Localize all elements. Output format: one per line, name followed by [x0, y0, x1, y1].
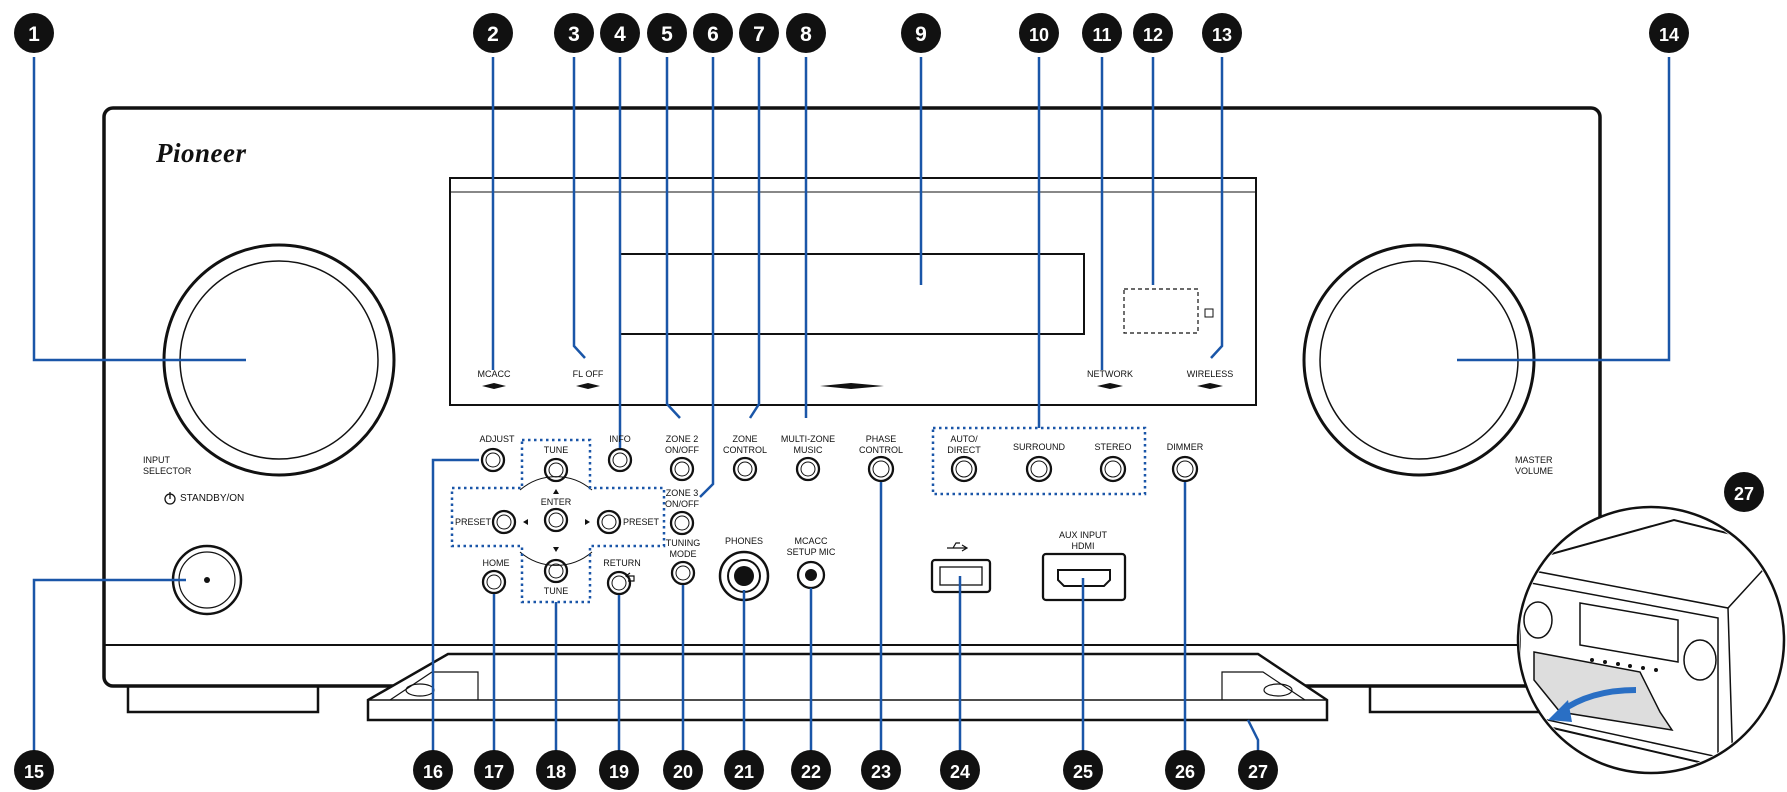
tuning-mode-label: TUNING MODE — [665, 538, 701, 559]
stereo-label: STEREO — [1094, 442, 1132, 452]
home-label: HOME — [482, 558, 510, 568]
input-selector-label: INPUT SELECTOR — [143, 455, 192, 476]
center-indicator — [820, 383, 884, 389]
preset-left-button — [491, 509, 517, 535]
aux-input-hdmi-label: AUX INPUT HDMI — [1058, 530, 1108, 551]
preset-left-label: PRESET — [454, 517, 492, 527]
tune-down-label: TUNE — [543, 586, 569, 596]
auto-direct-label: AUTO/ DIRECT — [947, 434, 981, 455]
callout-7: 7 — [753, 23, 765, 46]
callout-11: 11 — [1092, 25, 1111, 45]
callout-10: 10 — [1029, 25, 1049, 45]
callout-27-inset: 27 — [1734, 484, 1754, 504]
callout-3: 3 — [568, 23, 580, 46]
callout-26: 26 — [1175, 762, 1195, 782]
enter-button — [543, 507, 569, 533]
left-foot — [126, 680, 320, 714]
callout-4: 4 — [614, 23, 626, 46]
callout-20: 20 — [673, 762, 693, 782]
callout-27: 27 — [1248, 762, 1268, 782]
callout-19: 19 — [609, 762, 629, 782]
multi-zone-button — [795, 456, 821, 482]
zone3-label: ZONE 3 ON/OFF — [665, 488, 699, 509]
wireless-indicator — [1197, 383, 1223, 389]
callout-12: 12 — [1143, 25, 1163, 45]
phase-control-button — [867, 455, 895, 483]
callout-9: 9 — [915, 23, 927, 46]
network-label: NETWORK — [1087, 369, 1133, 379]
callout-6: 6 — [707, 23, 719, 46]
tune-down-button — [543, 558, 569, 584]
display-window — [449, 177, 1257, 406]
fl-off-label: FL OFF — [572, 369, 604, 379]
callout-5: 5 — [661, 23, 673, 46]
listening-mode-box — [931, 426, 1147, 496]
zone-control-button — [732, 456, 758, 482]
callout-22: 22 — [801, 762, 821, 782]
callout-15: 15 — [24, 762, 44, 782]
callout-25: 25 — [1073, 762, 1093, 782]
door-inset — [1516, 505, 1786, 775]
info-label: INFO — [609, 434, 631, 444]
callout-8: 8 — [800, 23, 812, 46]
preset-right-button — [596, 509, 622, 535]
callout-18: 18 — [546, 762, 566, 782]
tuning-mode-button — [670, 560, 696, 586]
zone2-button — [669, 456, 695, 482]
stereo-button — [1099, 455, 1127, 483]
preset-right-label: PRESET — [622, 517, 660, 527]
callout-17: 17 — [484, 762, 504, 782]
dimmer-button — [1171, 455, 1199, 483]
tune-up-label: TUNE — [543, 445, 569, 455]
callout-markers-top — [14, 13, 1764, 512]
callout-16: 16 — [423, 762, 443, 782]
fl-off-indicator — [576, 383, 600, 389]
chassis — [102, 106, 1602, 688]
zone-control-label: ZONE CONTROL — [722, 434, 768, 455]
front-door — [366, 652, 1329, 722]
pioneer-logo: Pioneer — [156, 138, 247, 168]
indicator-icon — [1204, 308, 1214, 318]
mcacc-indicator — [482, 383, 506, 389]
home-button — [481, 569, 507, 595]
callout-14: 14 — [1659, 25, 1679, 45]
auto-direct-button — [950, 455, 978, 483]
enter-label: ENTER — [540, 497, 572, 507]
adjust-label: ADJUST — [479, 434, 515, 444]
phase-control-label: PHASE CONTROL — [858, 434, 904, 455]
callout-markers-bottom — [14, 750, 1278, 790]
master-volume-label: MASTER VOLUME — [1515, 455, 1554, 476]
cursor-cluster-box — [450, 438, 666, 604]
multi-zone-label: MULTI-ZONE MUSIC — [780, 434, 836, 455]
mcacc-label: MCACC — [477, 369, 511, 379]
dimmer-label: DIMMER — [1166, 442, 1204, 452]
standby-on-label: STANDBY/ON — [180, 493, 245, 504]
zone3-button — [669, 510, 695, 536]
remote-sensor — [1123, 288, 1199, 334]
network-indicator — [1097, 383, 1123, 389]
info-button — [607, 447, 633, 473]
callout-1: 1 — [28, 23, 40, 46]
callout-13: 13 — [1212, 25, 1232, 45]
usb-icon — [947, 542, 969, 552]
callout-21: 21 — [734, 762, 754, 782]
return-button — [606, 570, 632, 596]
callout-23: 23 — [871, 762, 891, 782]
surround-label: SURROUND — [1012, 442, 1066, 452]
callout-24: 24 — [950, 762, 970, 782]
callout-2: 2 — [487, 23, 499, 46]
return-label: RETURN — [603, 558, 641, 568]
phones-label: PHONES — [724, 536, 764, 546]
surround-button — [1025, 455, 1053, 483]
zone2-label: ZONE 2 ON/OFF — [665, 434, 699, 455]
wireless-label: WIRELESS — [1186, 369, 1234, 379]
mcacc-setup-mic-label: MCACC SETUP MIC — [786, 536, 836, 557]
tune-up-button — [543, 457, 569, 483]
adjust-button — [480, 447, 506, 473]
